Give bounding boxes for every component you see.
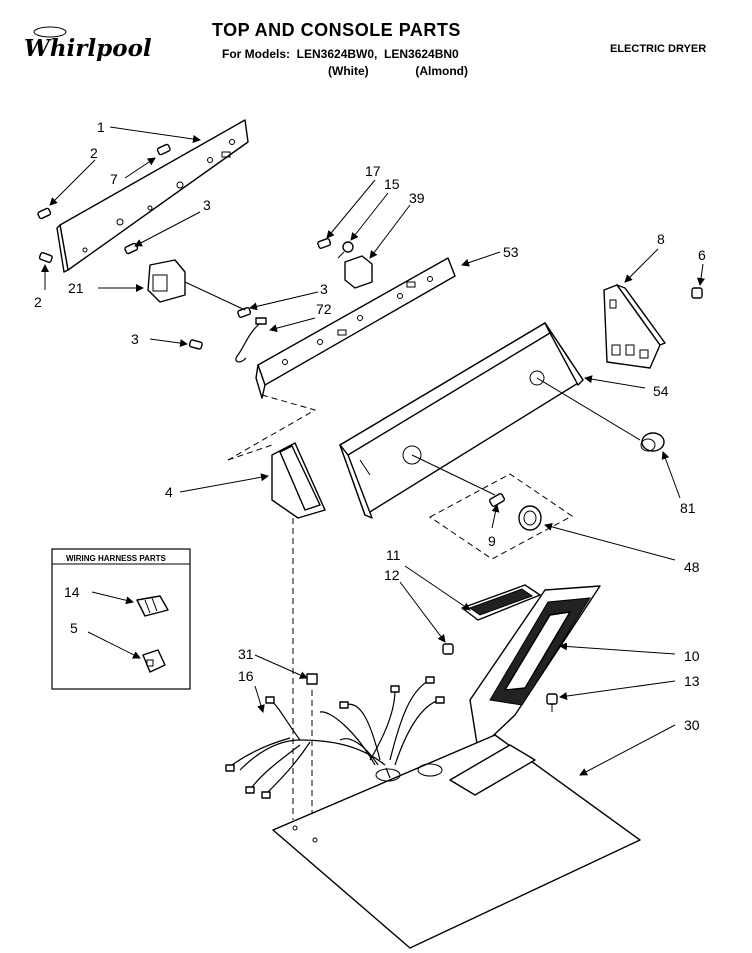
brand-logo-text: Whirlpool <box>24 35 152 62</box>
screw-part-13 <box>546 693 558 712</box>
callout-48: 48 <box>684 559 700 575</box>
appliance-type: ELECTRIC DRYER <box>610 43 706 55</box>
callout-3-a: 3 <box>203 197 211 213</box>
part-end-bracket-4 <box>271 442 326 519</box>
connector-part-14 <box>136 595 169 617</box>
callout-30: 31 <box>238 646 254 662</box>
part-control-panel-10 <box>469 585 601 751</box>
screw-part-7 <box>156 143 171 156</box>
callout-3-c: 3 <box>131 331 139 347</box>
screw-part-3-a <box>124 242 139 255</box>
callout-15: 15 <box>384 176 400 192</box>
leader-14 <box>91 591 134 605</box>
callout-11: 11 <box>386 547 401 563</box>
callout-17: 17 <box>365 163 381 179</box>
part-cover-11 <box>461 584 541 621</box>
callout-13: 13 <box>684 673 700 689</box>
callout-39: 39 <box>409 190 425 206</box>
part-clip-30 <box>306 673 318 685</box>
callout-7: 7 <box>110 171 118 187</box>
callout-31: 16 <box>238 668 254 684</box>
alignment-line-b <box>227 394 317 461</box>
callout-21: 21 <box>68 280 84 296</box>
callout-9: 9 <box>488 533 496 549</box>
part-wiring-harness-31 <box>225 676 445 799</box>
callout-53: 53 <box>503 244 519 260</box>
connector-part-5 <box>142 649 166 673</box>
part-switch-21 <box>147 259 246 311</box>
inset-title: WIRING HARNESS PARTS <box>66 554 167 563</box>
leader-5 <box>87 631 141 659</box>
inset-callout-14: 14 <box>64 584 80 600</box>
clip-part-12 <box>442 643 454 655</box>
callout-1: 1 <box>97 119 105 135</box>
callout-12: 12 <box>384 567 400 583</box>
callout-6: 6 <box>698 247 706 263</box>
callout-10: 10 <box>684 648 700 664</box>
alignment-line-a <box>227 444 273 461</box>
part-knob-81 <box>640 432 665 452</box>
models-line: For Models: LEN3624BW0, LEN3624BN0 <box>222 47 459 61</box>
callout-labels: 1 2 7 3 2 21 3 72 3 17 15 39 53 8 6 54 4… <box>34 119 706 733</box>
callout-4: 4 <box>165 484 173 500</box>
callout-3-b: 3 <box>320 281 328 297</box>
inset-wiring-harness-parts: WIRING HARNESS PARTS 14 5 <box>51 548 191 690</box>
part-console-panel-54 <box>339 322 584 519</box>
screw-part-2-upper <box>37 207 52 220</box>
part-control-bracket-53 <box>255 257 456 399</box>
part-bracket-39 <box>344 255 373 289</box>
part-end-cap-8 <box>603 284 666 369</box>
callout-81: 81 <box>680 500 696 516</box>
part-top-panel-16 <box>272 734 641 949</box>
leader-lines <box>41 126 705 776</box>
callout-72: 72 <box>316 301 332 317</box>
callout-16: 30 <box>684 717 700 733</box>
screw-part-3-c <box>188 339 203 350</box>
screw-part-6 <box>691 287 703 299</box>
part-console-back-bracket <box>56 119 249 273</box>
part-module-9-48 <box>429 473 573 560</box>
part-wire-72 <box>235 317 267 363</box>
screw-part-17 <box>317 237 332 249</box>
callout-54: 54 <box>653 383 669 399</box>
whirlpool-logo: Whirlpool <box>24 26 152 62</box>
screw-part-3-b <box>237 306 252 318</box>
inset-callout-5: 5 <box>70 620 78 636</box>
callout-2-lower: 2 <box>34 294 42 310</box>
callout-8: 8 <box>657 231 665 247</box>
diagram-title: TOP AND CONSOLE PARTS <box>212 20 461 40</box>
color-variants-line: (White) (Almond) <box>328 64 468 78</box>
clip-part-15 <box>337 241 354 259</box>
callout-2-upper: 2 <box>90 145 98 161</box>
screw-part-2-lower <box>38 251 53 263</box>
